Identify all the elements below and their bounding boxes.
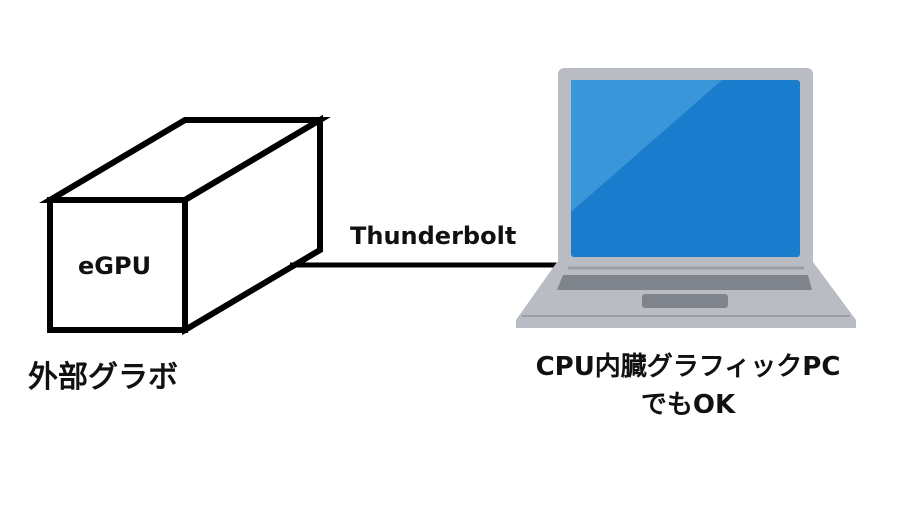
laptop-illustration [516, 68, 856, 328]
egpu-box-front [47, 197, 188, 333]
egpu-caption: 外部グラボ [28, 360, 178, 395]
laptop-caption-line1: CPU内臓グラフィックPC [535, 352, 841, 382]
cable-label: Thunderbolt [350, 222, 517, 250]
laptop-caption-line2: でもOK [640, 390, 736, 420]
trackpad [642, 294, 728, 308]
keyboard [557, 275, 812, 290]
egpu-box-label: eGPU [78, 252, 152, 280]
egpu-box [39, 114, 331, 336]
screen-highlight [571, 80, 722, 212]
